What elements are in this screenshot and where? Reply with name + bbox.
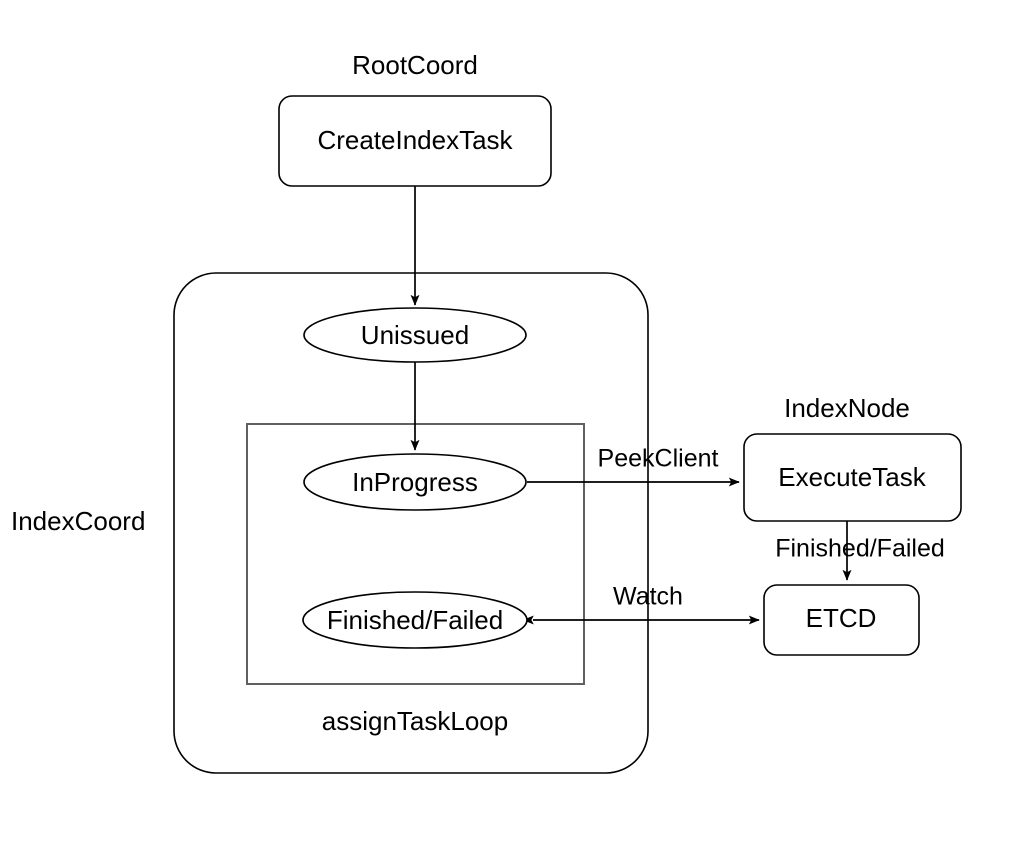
assigntaskloop-label: assignTaskLoop	[322, 706, 508, 736]
unissued-shape[interactable]	[303, 307, 527, 363]
inprogress-shape[interactable]	[303, 453, 527, 511]
etcd-label: ETCD	[806, 603, 877, 633]
edge-label-watch: Watch	[613, 583, 683, 611]
edge-executetask-etcd: Finished/Failed	[775, 521, 945, 581]
node-unissued[interactable]: Unissued	[303, 307, 527, 363]
finishedfailed-shape[interactable]	[302, 591, 528, 649]
node-executetask[interactable]: ExecuteTask	[743, 433, 962, 522]
edge-label-finished-failed: Finished/Failed	[775, 535, 945, 563]
indexcoord-label: IndexCoord	[11, 506, 145, 536]
unissued-label: Unissued	[361, 320, 469, 350]
edge-label-peekclient: PeekClient	[598, 445, 719, 473]
edge-inprogress-executetask: PeekClient	[527, 445, 740, 487]
indexnode-label: IndexNode	[784, 393, 910, 423]
etcd-shape[interactable]	[763, 584, 920, 656]
createindextask-label: CreateIndexTask	[317, 125, 513, 155]
executetask-label: ExecuteTask	[778, 462, 926, 492]
node-etcd[interactable]: ETCD	[763, 584, 920, 656]
group-indexnode: IndexNode	[784, 393, 910, 423]
inprogress-label: InProgress	[352, 467, 478, 497]
node-inprogress[interactable]: InProgress	[303, 453, 527, 511]
node-finishedfailed[interactable]: Finished/Failed	[302, 591, 528, 649]
node-createindextask[interactable]: CreateIndexTask	[278, 95, 552, 187]
indexcoord-container	[173, 272, 649, 774]
group-indexcoord: IndexCoord	[11, 272, 649, 774]
rootcoord-label: RootCoord	[352, 50, 478, 80]
edge-etcd-finishedfailed: Watch	[522, 583, 760, 625]
executetask-shape[interactable]	[743, 433, 962, 522]
finishedfailed-label: Finished/Failed	[327, 605, 503, 635]
group-rootcoord: RootCoord	[352, 50, 478, 80]
createindextask-shape[interactable]	[278, 95, 552, 187]
